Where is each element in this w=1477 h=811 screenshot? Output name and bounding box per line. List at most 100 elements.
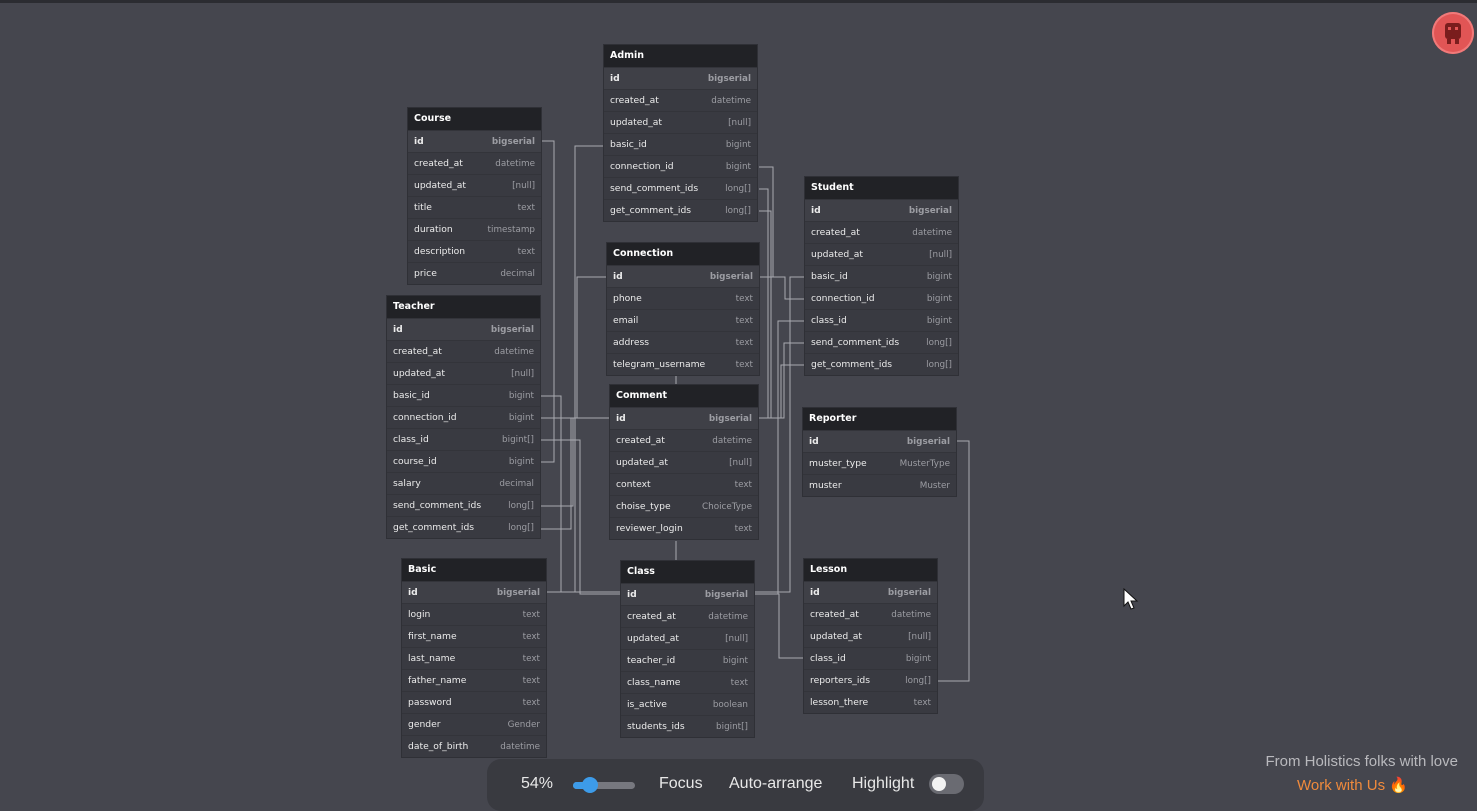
table-header[interactable]: Admin (604, 45, 757, 67)
field-row[interactable]: updated_at[null] (408, 174, 541, 196)
field-row[interactable]: updated_at[null] (621, 627, 754, 649)
field-name: duration (414, 224, 453, 235)
table-header[interactable]: Teacher (387, 296, 540, 318)
zoom-slider-thumb[interactable] (582, 777, 598, 793)
field-name: created_at (616, 435, 665, 446)
table-header[interactable]: Lesson (804, 559, 937, 581)
field-type: bigint (725, 161, 751, 172)
field-row[interactable]: updated_at[null] (610, 451, 758, 473)
field-row[interactable]: updated_at[null] (387, 362, 540, 384)
table-header[interactable]: Student (805, 177, 958, 199)
field-type: text (517, 202, 535, 213)
field-row[interactable]: updated_at[null] (604, 111, 757, 133)
table-header[interactable]: Reporter (803, 408, 956, 430)
user-avatar[interactable] (1432, 12, 1474, 54)
field-row[interactable]: updated_at[null] (805, 243, 958, 265)
highlight-toggle[interactable] (929, 774, 964, 794)
field-row[interactable]: updated_at[null] (804, 625, 937, 647)
table-header[interactable]: Comment (610, 385, 758, 407)
table-header[interactable]: Basic (402, 559, 546, 581)
auto-arrange-button[interactable]: Auto-arrange (729, 775, 823, 792)
table-header[interactable]: Connection (607, 243, 759, 265)
table-header[interactable]: Class (621, 561, 754, 583)
focus-button[interactable]: Focus (659, 775, 703, 792)
zoom-slider[interactable] (573, 777, 635, 793)
field-type: text (522, 631, 540, 642)
table-header[interactable]: Course (408, 108, 541, 130)
field-name: id (610, 73, 620, 84)
work-with-us-link[interactable]: Work with Us 🔥 (1297, 777, 1408, 794)
